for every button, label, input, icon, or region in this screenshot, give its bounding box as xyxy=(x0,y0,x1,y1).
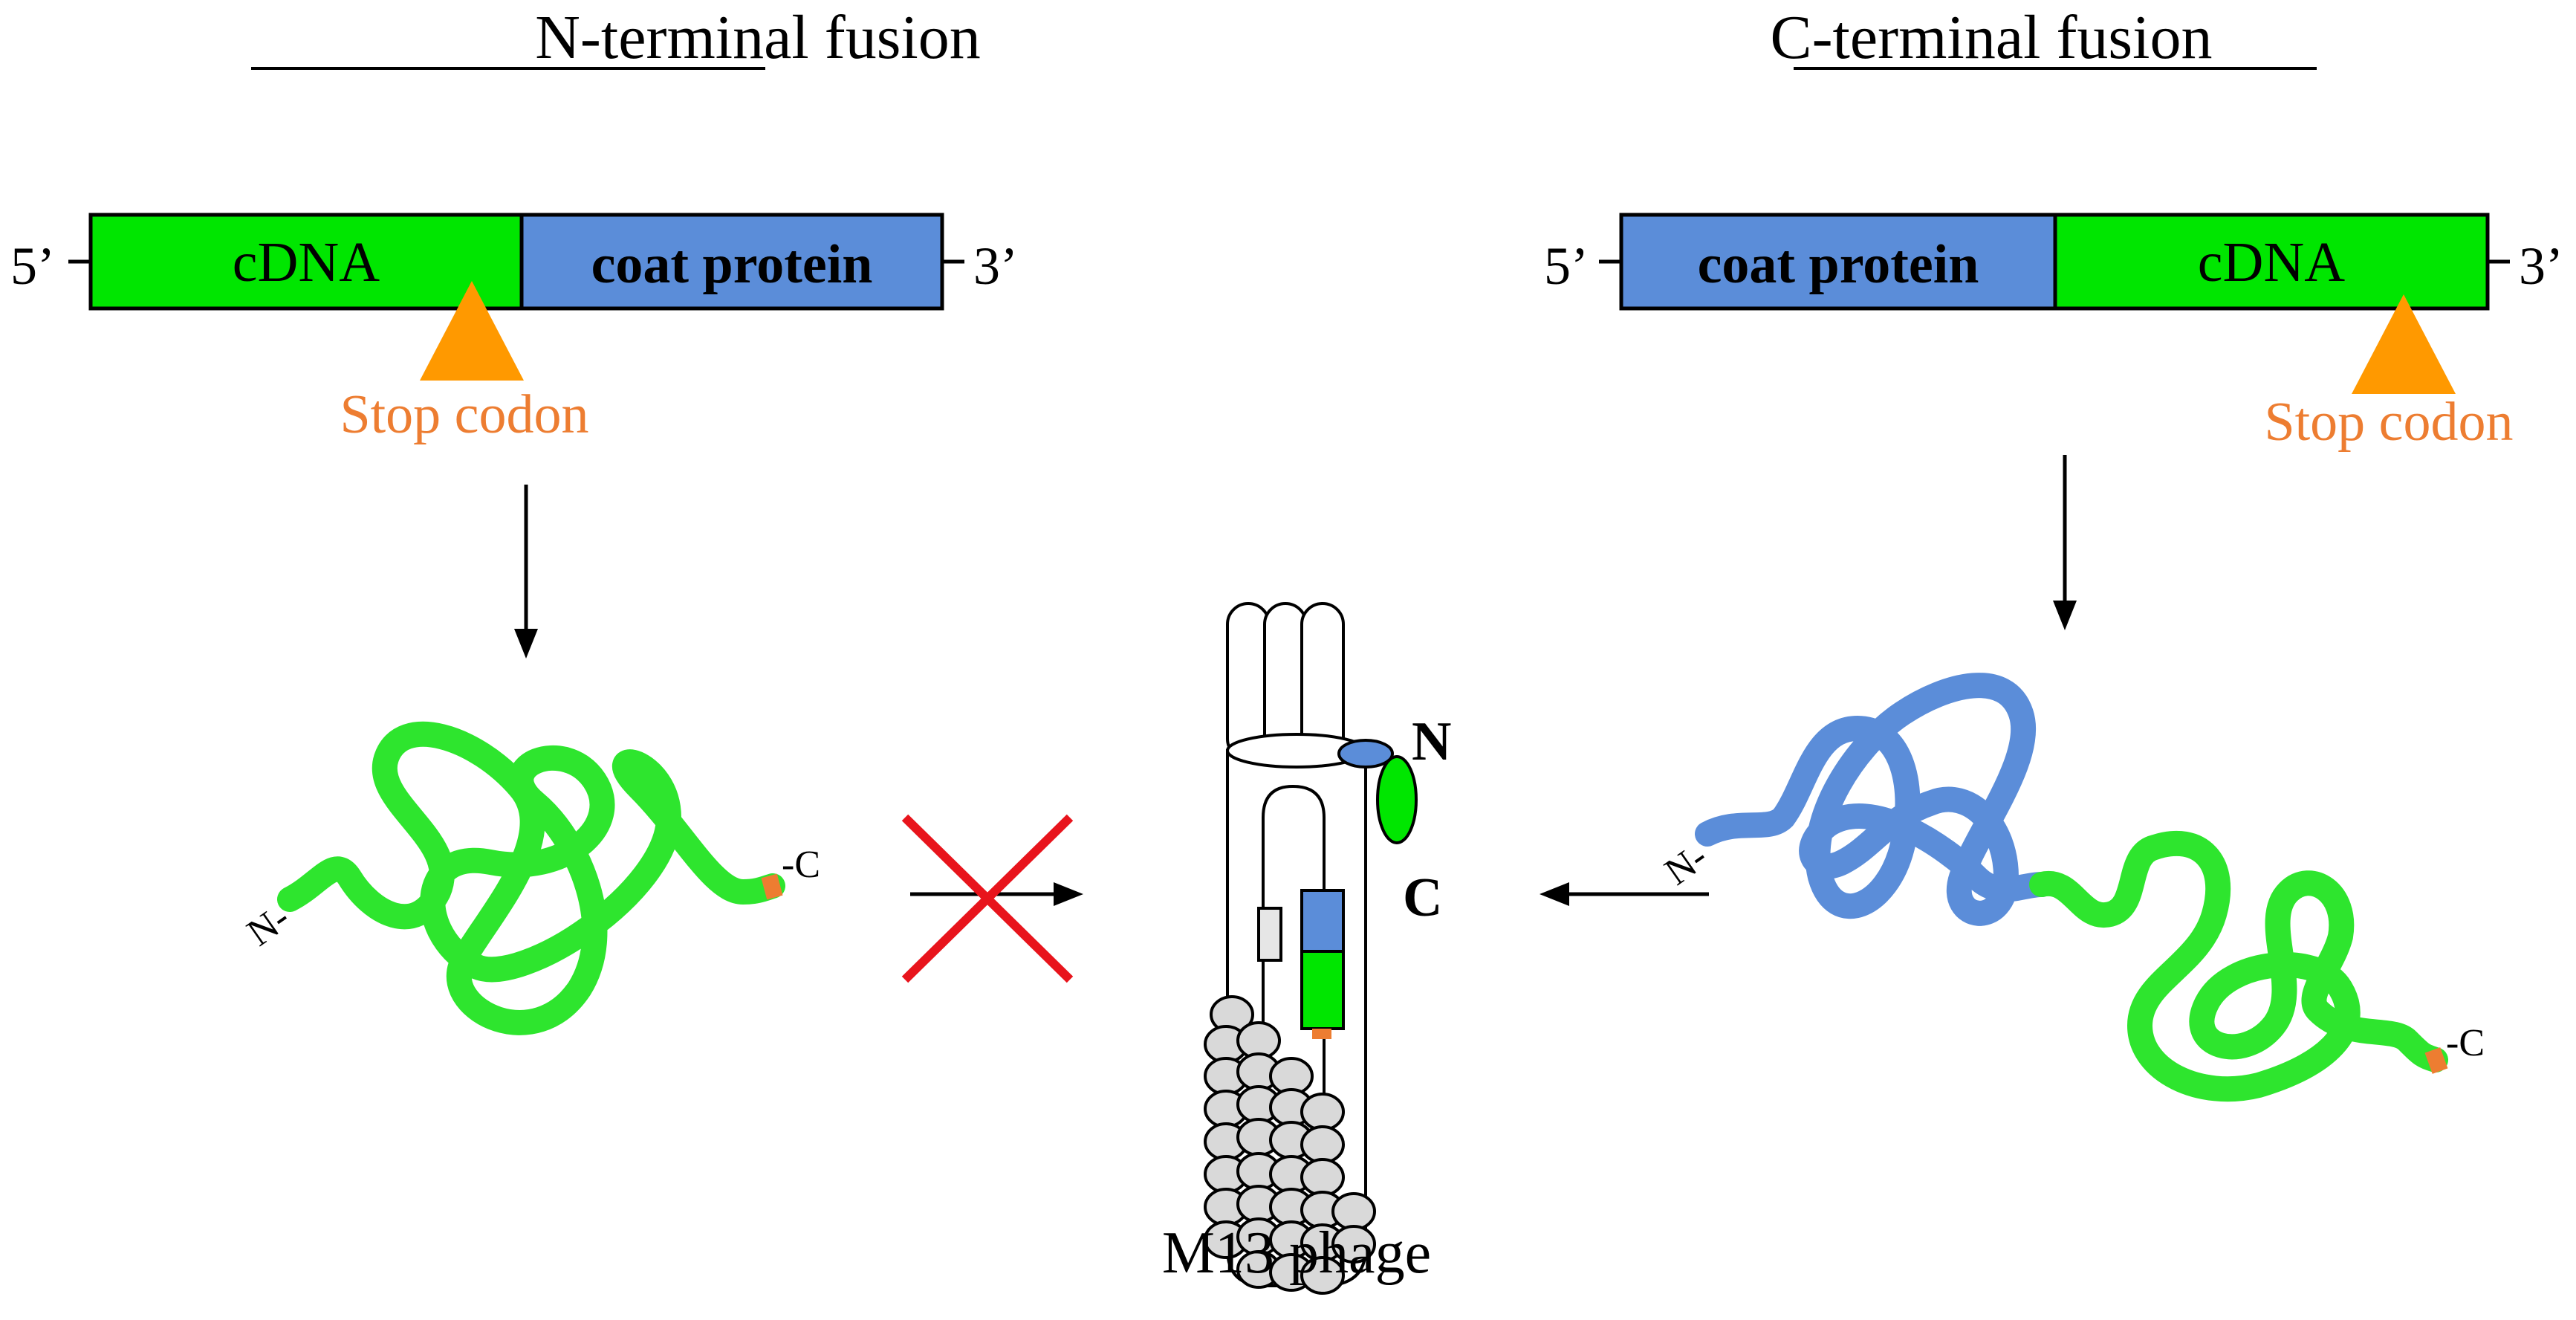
phage-n-label: N xyxy=(1412,711,1451,772)
right-coat-protein-segment xyxy=(1619,213,2057,311)
phage-displayed-n-domain xyxy=(1337,739,1394,769)
capsid-ball xyxy=(1331,1225,1376,1264)
left-stop-residue xyxy=(761,873,783,900)
capsid-ball xyxy=(1300,1125,1345,1164)
right-stop-residue xyxy=(2424,1047,2448,1074)
left-fusion-protein xyxy=(277,721,785,1035)
right-cdna-label: cDNA xyxy=(2198,231,2346,294)
phage-minor-protein xyxy=(1257,907,1282,962)
left-cdna-label: cDNA xyxy=(233,231,380,294)
m13-phage xyxy=(1204,602,1418,1295)
blocked-arrowhead xyxy=(1054,882,1083,906)
left-coat-protein-label: coat protein xyxy=(591,234,873,295)
left-down-arrowhead xyxy=(514,629,538,659)
phage-inner-genome xyxy=(1262,784,1326,1286)
left-coat-protein-segment xyxy=(519,213,944,311)
right-to-phage-arrowhead xyxy=(1540,882,1569,906)
left-three-prime-label: 3’ xyxy=(973,236,1018,296)
phage-coat-fusion-green xyxy=(1300,950,1345,1030)
left-panel: N-terminal fusion 5’ cDNA coat protein 3… xyxy=(10,3,1083,1035)
left-stop-codon-triangle xyxy=(420,281,524,381)
left-stop-codon-label: Stop codon xyxy=(340,384,588,445)
right-down-arrowhead xyxy=(2053,601,2077,630)
right-cdna-segment xyxy=(2053,213,2490,311)
capsid-ball xyxy=(1300,1093,1345,1131)
phage-coat-fusion-blue xyxy=(1300,889,1345,953)
right-heading: C-terminal fusion xyxy=(1771,3,2213,72)
capsid-ball xyxy=(1300,1158,1345,1197)
right-stop-codon-triangle xyxy=(2352,294,2456,394)
left-heading: N-terminal fusion xyxy=(535,3,981,72)
right-fusion-protein-cdna xyxy=(2029,831,2448,1102)
right-stop-codon-label: Stop codon xyxy=(2264,392,2513,453)
left-five-prime-label: 5’ xyxy=(10,236,55,296)
right-three-prime-label: 3’ xyxy=(2519,236,2563,296)
right-panel: C-terminal fusion 5’ coat protein cDNA 3… xyxy=(1540,3,2563,1102)
phage-displayed-c-domain xyxy=(1376,755,1418,844)
right-coat-protein-label: coat protein xyxy=(1698,234,1979,295)
phage-label: M13 phage xyxy=(1162,1220,1431,1286)
phage-c-label: C xyxy=(1403,867,1442,928)
right-five-prime-label: 5’ xyxy=(1544,236,1589,296)
capsid-ball xyxy=(1300,1256,1345,1295)
blocked-cross-stroke-2 xyxy=(901,814,1074,983)
left-c-terminus-label: -C xyxy=(782,844,820,886)
right-c-terminus-label: -C xyxy=(2446,1022,2485,1064)
right-fusion-protein-coat xyxy=(1695,673,2054,926)
phage-stop-residue xyxy=(1312,1029,1331,1039)
phage-capsid-cluster xyxy=(1204,995,1376,1295)
